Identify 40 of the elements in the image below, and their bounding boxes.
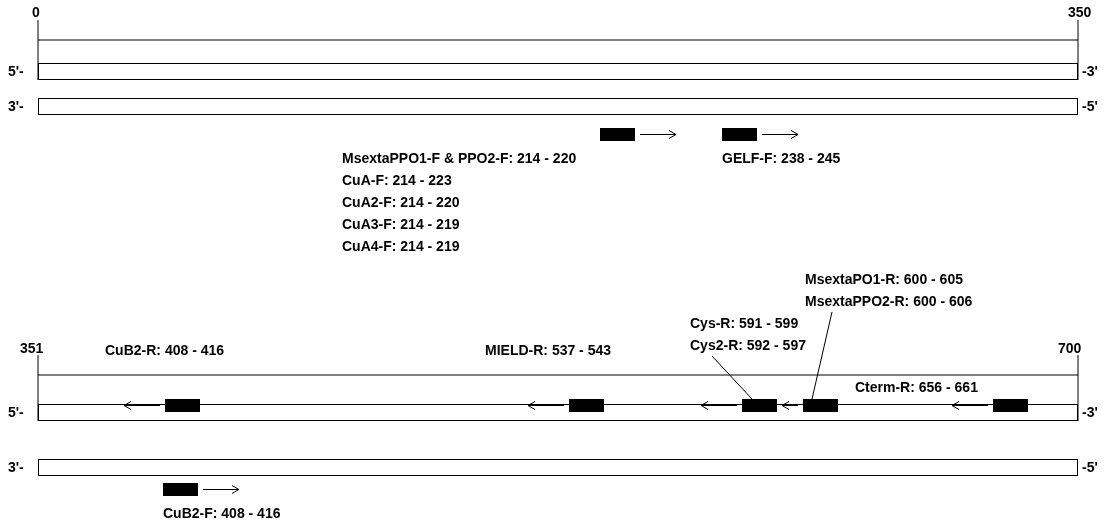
primer-label: CuA2-F: 214 - 220 bbox=[342, 194, 460, 210]
primer-label: CuA4-F: 214 - 219 bbox=[342, 238, 460, 254]
dna-strand bbox=[38, 63, 1078, 80]
strand-end-label: -5' bbox=[1082, 98, 1098, 114]
strand-end-label: -5' bbox=[1082, 459, 1098, 475]
primer-bar bbox=[803, 399, 838, 412]
primer-label: GELF-F: 238 - 245 bbox=[722, 150, 841, 166]
strand-end-label: 3'- bbox=[8, 459, 24, 475]
dna-strand bbox=[38, 404, 1078, 421]
primer-label: CuB2-F: 408 - 416 bbox=[163, 505, 281, 521]
primer-bar bbox=[722, 128, 757, 141]
scale-number: 351 bbox=[20, 340, 44, 356]
primer-bar bbox=[600, 128, 635, 141]
primer-label: Cys2-R: 592 - 597 bbox=[690, 336, 806, 355]
primer-label: Cys-R: 591 - 599 bbox=[690, 314, 800, 333]
dna-strand bbox=[38, 98, 1078, 115]
primer-bar bbox=[993, 399, 1028, 412]
scale-number: 700 bbox=[1058, 340, 1082, 356]
primer-label: MsextaPO1-R: 600 - 605 bbox=[805, 270, 964, 289]
dna-strand bbox=[38, 459, 1078, 476]
primer-label: MsextaPPO2-R: 600 - 606 bbox=[805, 292, 973, 311]
leader-line bbox=[811, 311, 833, 400]
scale-number: 350 bbox=[1068, 4, 1092, 20]
primer-bar bbox=[569, 399, 604, 412]
leader-line bbox=[711, 355, 753, 400]
primer-label: CuB2-R: 408 - 416 bbox=[105, 342, 225, 358]
primer-label: CuA3-F: 214 - 219 bbox=[342, 216, 460, 232]
primer-bar bbox=[165, 399, 200, 412]
primer-label: Cterm-R: 656 - 661 bbox=[855, 379, 978, 395]
strand-end-label: 5'- bbox=[8, 404, 24, 420]
strand-end-label: -3' bbox=[1082, 404, 1098, 420]
primer-label: MsextaPPO1-F & PPO2-F: 214 - 220 bbox=[342, 150, 577, 166]
primer-label: CuA-F: 214 - 223 bbox=[342, 172, 452, 188]
primer-bar bbox=[742, 399, 777, 412]
strand-end-label: 3'- bbox=[8, 98, 24, 114]
strand-end-label: 5'- bbox=[8, 63, 24, 79]
strand-end-label: -3' bbox=[1082, 63, 1098, 79]
primer-label: MIELD-R: 537 - 543 bbox=[485, 342, 612, 358]
scale-number: 0 bbox=[32, 4, 40, 20]
primer-bar bbox=[163, 483, 198, 496]
